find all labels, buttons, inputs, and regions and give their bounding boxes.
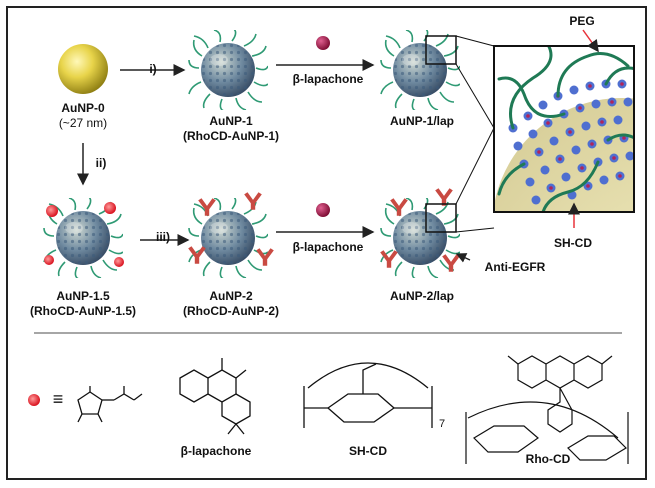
- aunp1-label: AuNP-1: [209, 114, 253, 128]
- equiv-symbol: ≡: [52, 389, 64, 409]
- zoom-leader: [455, 35, 495, 47]
- shcd-legend-label: SH-CD: [349, 444, 387, 458]
- antiegfr-label: Anti-EGFR: [484, 260, 546, 274]
- zoom-box-bottom: [425, 203, 457, 233]
- lapachone-legend-label: β-lapachone: [180, 444, 252, 458]
- aunp2-label: AuNP-2: [209, 289, 253, 303]
- peg-label: PEG: [569, 14, 595, 28]
- antibody: [435, 188, 453, 206]
- scheme-canvas: [28, 29, 635, 464]
- lapachone-dot-top: [316, 36, 330, 50]
- antibody: [256, 248, 274, 266]
- rhocd-structure: [465, 355, 629, 464]
- aunp15-label: AuNP-1.5: [56, 289, 110, 303]
- rhocd-legend-label: Rho-CD: [525, 452, 571, 466]
- aunp0-size: (~27 nm): [58, 116, 108, 130]
- antibody: [442, 254, 460, 272]
- lapachone-dot-mid: [316, 203, 330, 217]
- zoom-leader: [455, 63, 495, 129]
- zoom-panel: [493, 45, 635, 213]
- aunp15-alias: (RhoCD-AuNP-1.5): [30, 304, 136, 318]
- lapachone-structure: [179, 358, 251, 435]
- aunp0-sphere: [58, 44, 108, 94]
- aunp2-alias: (RhoCD-AuNP-2): [183, 304, 279, 318]
- reagent-top-label: β-lapachone: [292, 72, 364, 86]
- arrow-antiegfr: [455, 253, 471, 263]
- shcd-callout-label: SH-CD: [554, 236, 592, 250]
- step-ii-label: ii): [95, 156, 107, 170]
- aunp2lap-label: AuNP-2/lap: [389, 289, 454, 303]
- figure-frame: AuNP-0 (~27 nm) i) ii) iii) AuNP-1 (RhoC…: [6, 6, 647, 480]
- peg-arrow: [582, 29, 599, 53]
- shcd-structure: [303, 362, 433, 428]
- antibody: [244, 192, 262, 210]
- rho-dot: [114, 257, 124, 267]
- step-i-label: i): [149, 62, 157, 76]
- step-iii-label: iii): [156, 230, 170, 244]
- aunp1lap-particle: [380, 30, 460, 110]
- aunp0-label: AuNP-0: [61, 101, 105, 115]
- zoom-box-top: [425, 35, 457, 65]
- zoom-leader: [455, 227, 495, 233]
- aunp2-particle: [188, 198, 268, 278]
- rho-dot: [44, 255, 54, 265]
- shcd-repeat-count: 7: [438, 418, 446, 430]
- aunp1-particle: [188, 30, 268, 110]
- rho-dot: [46, 205, 58, 217]
- reagent-bottom-label: β-lapachone: [292, 240, 364, 254]
- nhs-ester-structure: [28, 386, 143, 423]
- antibody: [188, 246, 206, 264]
- aunp1lap-label: AuNP-1/lap: [389, 114, 454, 128]
- aunp1-alias: (RhoCD-AuNP-1): [183, 129, 279, 143]
- rho-dot: [104, 202, 116, 214]
- zoom-leader: [455, 127, 495, 205]
- aunp2lap-particle: [380, 198, 460, 278]
